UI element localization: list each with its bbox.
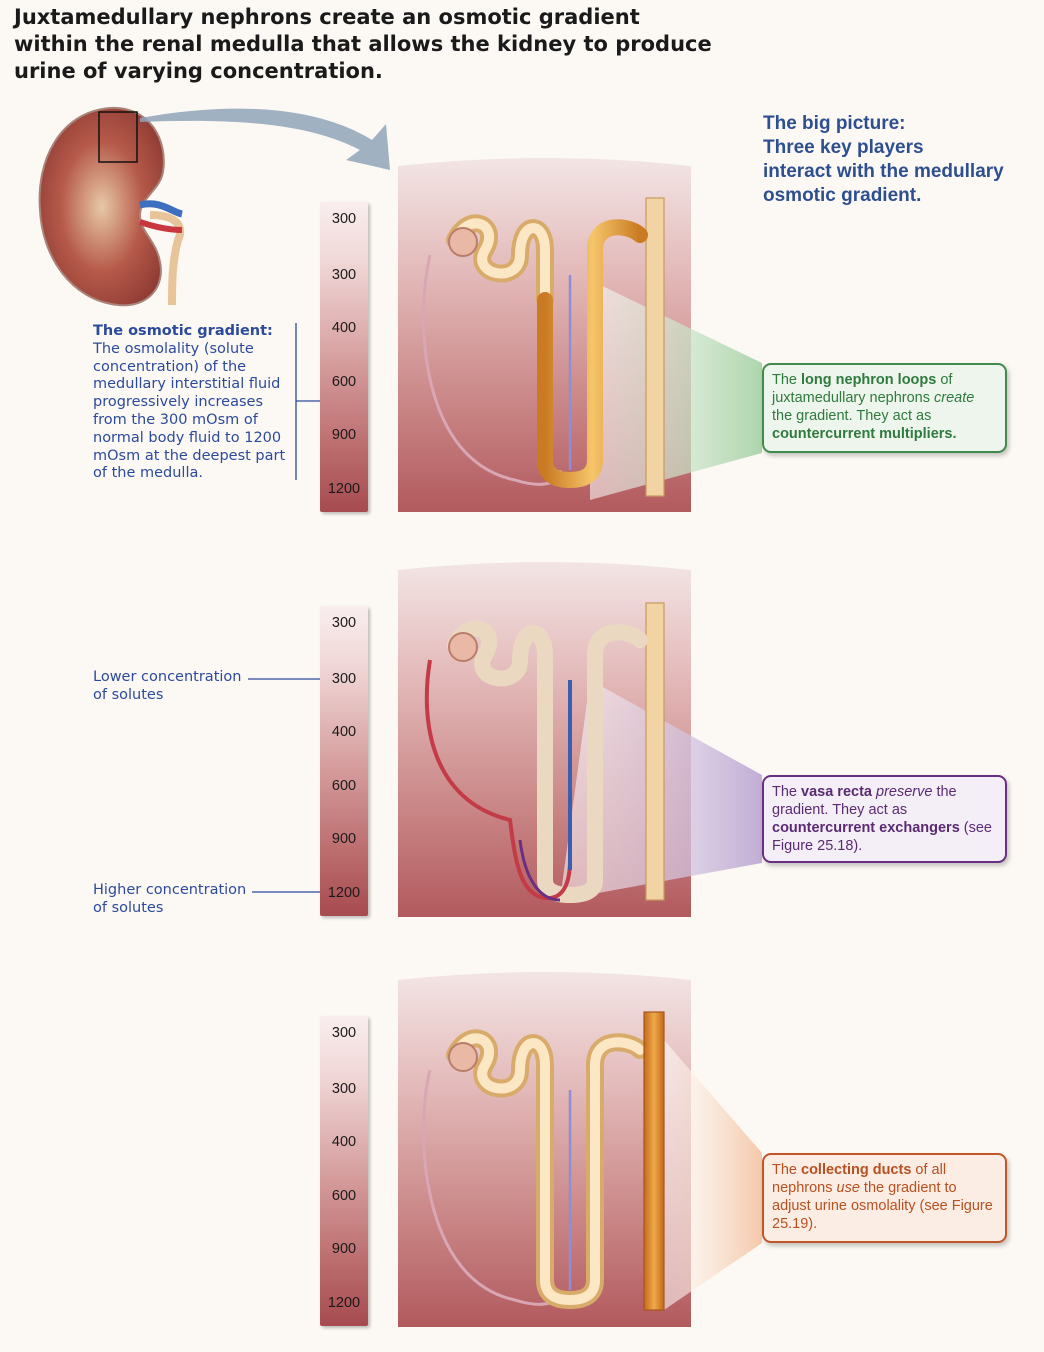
callout-bold: collecting ducts (801, 1162, 912, 1178)
osmolality-scale-1: 300 300 400 600 900 1200 (320, 202, 368, 512)
scale-tick: 1200 (327, 885, 361, 901)
lower-concentration-line-2: of solutes (93, 686, 164, 703)
callout-text: The (772, 784, 802, 800)
big-picture-line-1: The big picture: (763, 113, 906, 134)
callout-collecting-ducts: The collecting ducts of all nephrons use… (762, 1153, 1007, 1243)
scale-tick: 900 (331, 1241, 357, 1257)
callout-nephron-loops: The long nephron loops of juxtamedullary… (762, 363, 1007, 453)
scale-tick: 1200 (327, 1295, 361, 1311)
callout-bold: countercurrent exchangers (772, 820, 960, 836)
scale-tick: 900 (331, 427, 357, 443)
callout-text: the gradient. They act as (772, 408, 932, 424)
scale-tick: 300 (331, 671, 357, 687)
zoom-arrow (140, 108, 390, 170)
scale-tick: 600 (331, 778, 357, 794)
scale-tick: 600 (331, 374, 357, 390)
scale-tick: 300 (331, 1081, 357, 1097)
panel-1-nephron-loop (398, 158, 762, 512)
callout-text: the gradient to adjust urine osmolality … (772, 1180, 993, 1232)
panel-3-collecting-duct (398, 972, 762, 1327)
callout-italic: preserve (876, 784, 933, 800)
callout-1-wedge (590, 280, 762, 500)
scale-tick: 300 (331, 211, 357, 227)
scale-tick: 600 (331, 1188, 357, 1204)
scale-tick: 900 (331, 831, 357, 847)
scale-tick: 300 (331, 1025, 357, 1041)
callout-text: The (772, 1162, 802, 1178)
big-picture-line-4: osmotic gradient. (763, 185, 922, 206)
osmotic-gradient-description: The osmotic gradient: The osmolality (so… (93, 323, 293, 483)
osmotic-gradient-heading: The osmotic gradient: (93, 323, 273, 339)
callout-text: The (772, 372, 802, 388)
panel-2-vasa-recta (398, 562, 762, 917)
scale-tick: 400 (331, 1134, 357, 1150)
kidney-illustration (38, 106, 185, 307)
osmotic-gradient-body: The osmolality (solute concentration) of… (93, 340, 286, 482)
scale-tick: 400 (331, 724, 357, 740)
leader-lines (248, 323, 320, 893)
osmolality-scale-2: 300 300 400 600 900 1200 (320, 606, 368, 916)
callout-3-wedge (664, 1040, 762, 1310)
big-picture-line-3: interact with the medullary (763, 161, 1004, 182)
callout-bold: vasa recta (801, 784, 872, 800)
big-picture-line-2: Three key players (763, 137, 924, 158)
higher-concentration-label: Higher concentration of solutes (93, 882, 246, 918)
lower-concentration-label: Lower concentration of solutes (93, 669, 241, 705)
callout-text: of all nephrons (772, 1162, 947, 1196)
scale-tick: 300 (331, 267, 357, 283)
callout-italic: use (836, 1180, 860, 1196)
callout-bold: countercurrent multipliers. (772, 426, 957, 442)
higher-concentration-line-2: of solutes (93, 899, 164, 916)
callout-vasa-recta: The vasa recta preserve the gradient. Th… (762, 775, 1007, 863)
callout-text: the gradient. They act as (772, 784, 957, 818)
callout-text: of juxtamedullary nephrons (772, 372, 953, 406)
scale-tick: 300 (331, 615, 357, 631)
lower-concentration-line-1: Lower concentration (93, 669, 242, 685)
scale-tick: 1200 (327, 481, 361, 497)
page-title: Juxtamedullary nephrons create an osmoti… (14, 5, 712, 83)
osmolality-scale-3: 300 300 400 600 900 1200 (320, 1016, 368, 1326)
big-picture-heading: The big picture: Three key players inter… (763, 112, 1033, 208)
callout-text: (see Figure 25.18). (772, 820, 993, 854)
higher-concentration-line-1: Higher concentration (93, 882, 247, 898)
callout-bold: long nephron loops (801, 372, 937, 388)
callout-italic: create (934, 390, 975, 406)
scale-tick: 400 (331, 320, 357, 336)
